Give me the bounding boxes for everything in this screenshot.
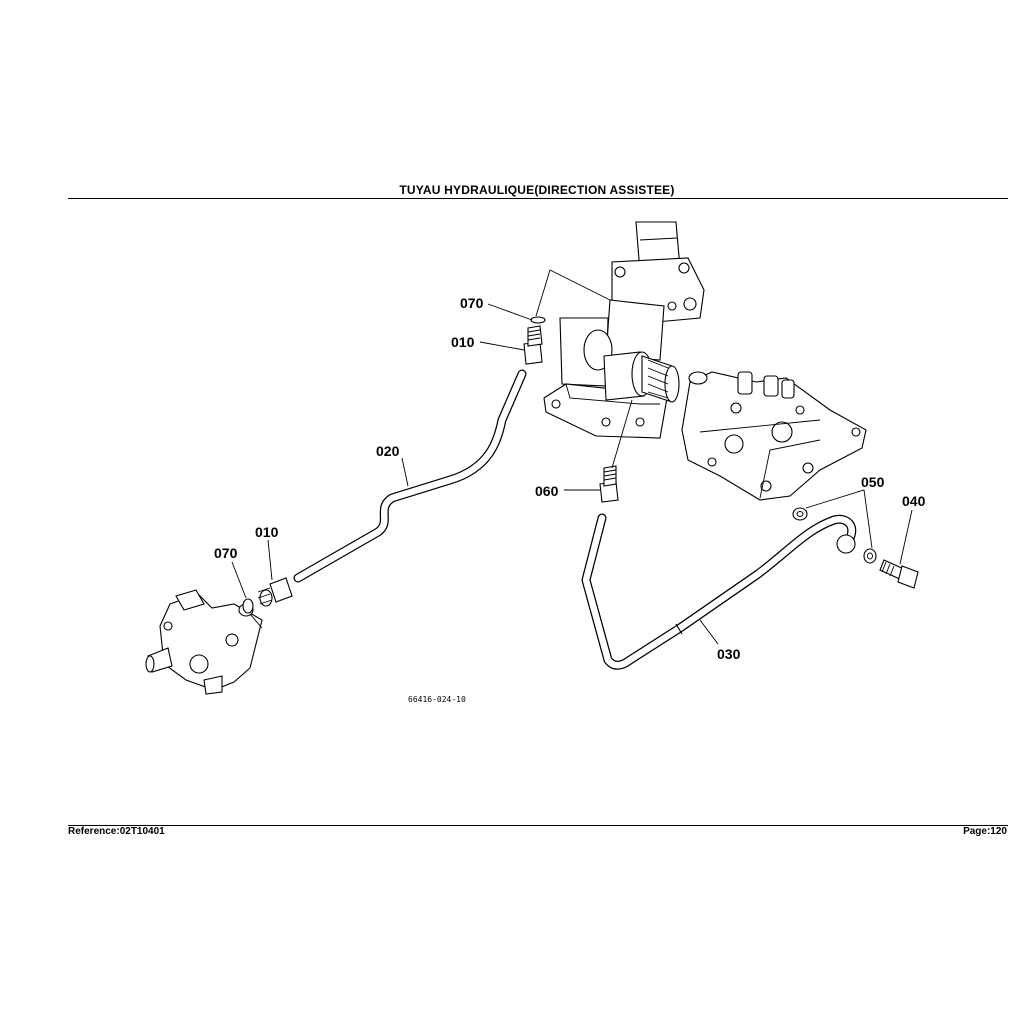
fitting-010-upper bbox=[523, 325, 543, 365]
callout-020: 020 bbox=[376, 443, 400, 459]
header-rule bbox=[68, 198, 1008, 199]
banjo-eye bbox=[836, 534, 856, 554]
callout-040: 040 bbox=[902, 493, 926, 509]
hose-020 bbox=[293, 369, 527, 583]
fitting-060 bbox=[599, 465, 619, 503]
callout-030: 030 bbox=[717, 646, 741, 662]
callout-060: 060 bbox=[535, 483, 559, 499]
steering-cylinder-housing bbox=[681, 371, 867, 501]
o-ring-070-upper bbox=[530, 316, 546, 324]
callout-010-lower: 010 bbox=[255, 524, 279, 540]
steering-gearbox-housing bbox=[543, 221, 705, 439]
footer-rule bbox=[68, 825, 1008, 826]
callout-070-upper: 070 bbox=[460, 295, 484, 311]
pipe-030 bbox=[581, 513, 857, 670]
bolt-040 bbox=[879, 559, 919, 589]
leader-lines bbox=[231, 269, 913, 645]
page-title: TUYAU HYDRAULIQUE(DIRECTION ASSISTEE) bbox=[399, 183, 675, 197]
fitting-010-lower bbox=[257, 577, 293, 607]
page-number: Page:120 bbox=[963, 826, 1007, 837]
steering-valve-block bbox=[145, 589, 263, 695]
reference-label: Reference:02T10401 bbox=[68, 826, 165, 837]
callout-010-upper: 010 bbox=[451, 334, 475, 350]
washer-050-pair bbox=[792, 507, 877, 564]
callout-050: 050 bbox=[861, 474, 885, 490]
o-ring-070-lower bbox=[242, 598, 254, 614]
figure-code: 66416-024-10 bbox=[408, 695, 466, 704]
callout-070-lower: 070 bbox=[214, 545, 238, 561]
